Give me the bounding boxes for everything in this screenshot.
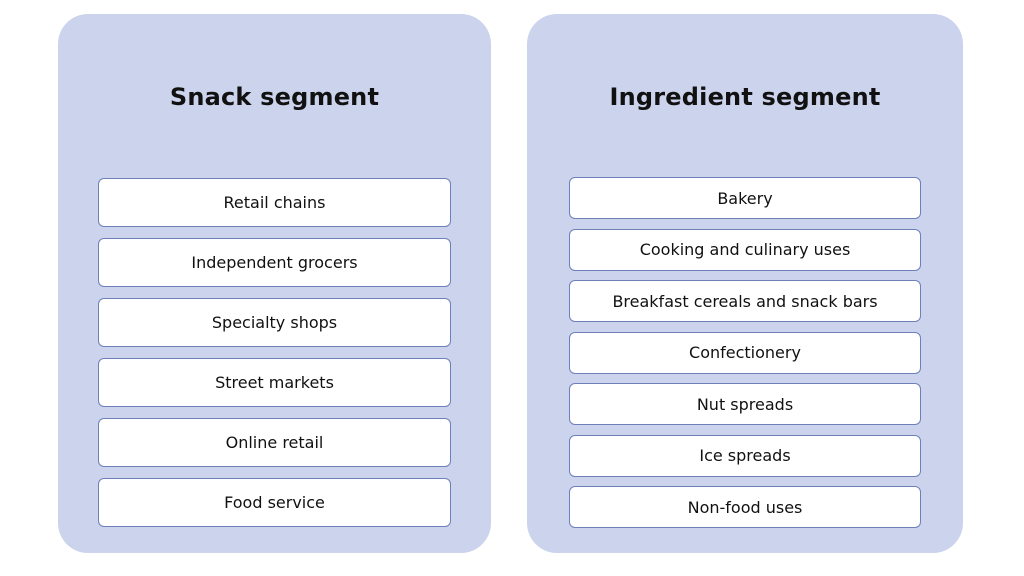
node-nut-spreads: Nut spreads — [569, 383, 921, 425]
panel-title-ingredient-segment: Ingredient segment — [609, 83, 881, 111]
node-cooking-and-culinary-uses: Cooking and culinary uses — [569, 228, 921, 271]
node-breakfast-cereals-and-snack-bars: Breakfast cereals and snack bars — [569, 280, 921, 322]
node-online-retail: Online retail — [98, 418, 451, 467]
node-specialty-shops: Specialty shops — [98, 298, 451, 347]
node-confectionery: Confectionery — [569, 331, 921, 374]
node-street-markets: Street markets — [98, 358, 451, 407]
node-retail-chains: Retail chains — [98, 178, 451, 227]
node-bakery: Bakery — [569, 177, 921, 219]
node-list-ingredient-segment: Bakery Cooking and culinary uses Breakfa… — [527, 177, 963, 528]
node-ice-spreads: Ice spreads — [569, 434, 921, 477]
node-list-snack-segment: Retail chains Independent grocers Specia… — [58, 178, 491, 527]
node-food-service: Food service — [98, 478, 451, 527]
node-non-food-uses: Non-food uses — [569, 486, 921, 528]
panel-ingredient-segment: Ingredient segment Bakery Cooking and cu… — [527, 14, 963, 553]
node-independent-grocers: Independent grocers — [98, 238, 451, 287]
panel-title-snack-segment: Snack segment — [169, 83, 380, 111]
panel-snack-segment: Snack segment Retail chains Independent … — [58, 14, 491, 553]
